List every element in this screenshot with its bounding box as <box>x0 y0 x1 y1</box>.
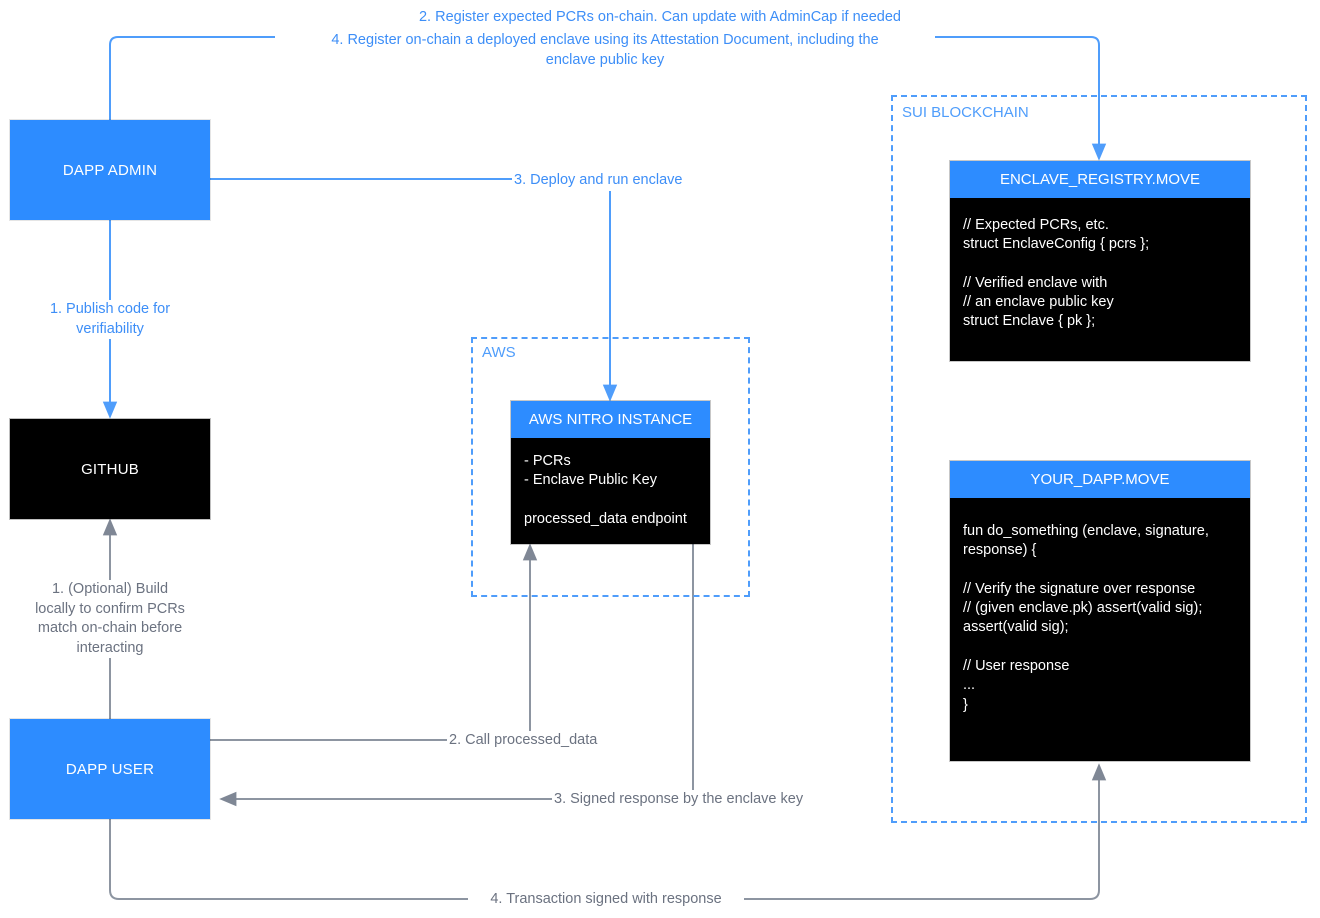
module-aws-nitro-instance-body: - PCRs - Enclave Public Key processed_da… <box>511 438 710 544</box>
module-enclave-registry-move-header: ENCLAVE_REGISTRY.MOVE <box>950 161 1250 198</box>
edge-label-deploy-run-enclave: 3. Deploy and run enclave <box>512 171 720 191</box>
group-aws-label: AWS <box>478 344 521 361</box>
module-aws-nitro-instance-header: AWS NITRO INSTANCE <box>511 401 710 438</box>
module-aws-nitro-instance[interactable]: AWS NITRO INSTANCE - PCRs - Enclave Publ… <box>511 401 710 544</box>
edge-label-build-locally: 1. (Optional) Build locally to confirm P… <box>15 580 205 659</box>
node-dapp-admin-label: DAPP ADMIN <box>62 161 158 179</box>
group-sui-blockchain <box>891 95 1307 823</box>
group-aws <box>471 337 750 597</box>
edge-label-transaction-signed: 4. Transaction signed with response <box>468 890 744 910</box>
module-your-dapp-move[interactable]: YOUR_DAPP.MOVE fun do_something (enclave… <box>950 461 1250 761</box>
edge-label-register-pcrs: 2. Register expected PCRs on-chain. Can … <box>300 8 1020 28</box>
node-dapp-user[interactable]: DAPP USER <box>10 719 210 819</box>
node-github-label: GITHUB <box>81 460 139 478</box>
node-dapp-admin[interactable]: DAPP ADMIN <box>10 120 210 220</box>
module-your-dapp-move-body: fun do_something (enclave, signature, re… <box>950 498 1250 761</box>
module-your-dapp-move-header: YOUR_DAPP.MOVE <box>950 461 1250 498</box>
node-dapp-user-label: DAPP USER <box>65 760 155 778</box>
group-sui-blockchain-label: SUI BLOCKCHAIN <box>898 104 1034 121</box>
edge-label-register-enclave: 4. Register on-chain a deployed enclave … <box>275 31 935 71</box>
module-enclave-registry-move-body: // Expected PCRs, etc. struct EnclaveCon… <box>950 198 1250 361</box>
module-enclave-registry-move[interactable]: ENCLAVE_REGISTRY.MOVE // Expected PCRs, … <box>950 161 1250 361</box>
edge-label-signed-response: 3. Signed response by the enclave key <box>552 790 842 810</box>
edge-label-publish-code: 1. Publish code for verifiability <box>20 300 200 340</box>
edge-label-call-processed-data: 2. Call processed_data <box>447 731 627 751</box>
node-github[interactable]: GITHUB <box>10 419 210 519</box>
